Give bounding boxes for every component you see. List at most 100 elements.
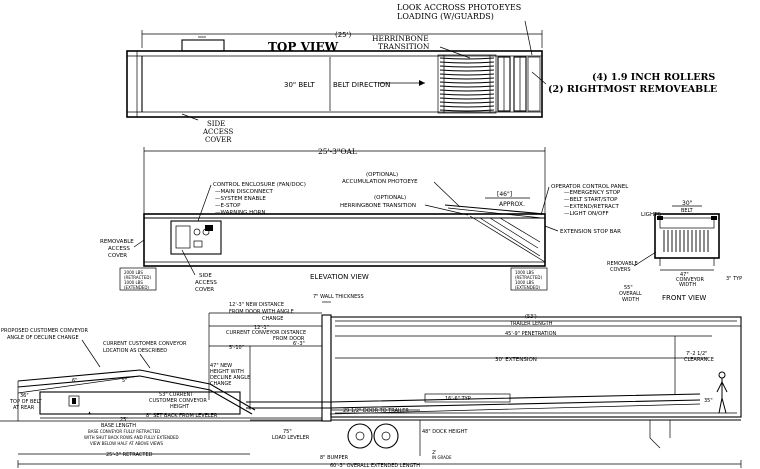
top-width-dim: (25') — [335, 31, 352, 39]
current-height-3: HEIGHT — [170, 404, 190, 410]
elev-side-access-3: COVER — [195, 287, 214, 293]
wall-thickness: 7" WALL THICKNESS — [313, 294, 364, 300]
extension: 30' EXTENSION — [495, 357, 537, 363]
approx-label: APPROX. — [499, 201, 525, 208]
front-belt: BELT — [681, 208, 694, 214]
removable-cover-1: REMOVABLE — [100, 239, 134, 245]
dim-25: 25' — [120, 417, 128, 423]
door-to-trailer: 29 1/2" DOOR TO TRAILER — [343, 408, 409, 414]
removable-cover-2: ACCESS — [108, 246, 130, 252]
overall-width-1: 55" — [624, 285, 633, 291]
current-distance-2: FROM DOOR — [273, 336, 305, 342]
elev-side-access-1: SIDE — [199, 273, 212, 279]
left-tag-4: (EXTENDED) — [124, 285, 149, 290]
conveyor-width-1: 47" — [680, 272, 689, 278]
rollers-label-1: (4) 1.9 INCH ROLLERS — [592, 72, 715, 83]
load-leveler-2: LOAD LEVELER — [272, 435, 310, 441]
clearance-2: CLEARANCE — [684, 357, 714, 363]
control-item-1: —MAIN DISCONNECT — [215, 189, 274, 195]
trailer-body — [330, 316, 742, 418]
base-note-3: VIEW BELOW HALF AT ABOVE VIEWS — [90, 441, 164, 446]
elevation-view: 25'-3"OAL [46"] APPROX. CONTROL ENCLOSUR… — [100, 147, 629, 293]
operator-item-3: —EXTEND/RETRACT — [564, 204, 619, 210]
conveyor-width-2: CONVEYOR — [676, 277, 704, 283]
base-conveyor — [39, 391, 241, 415]
top-belt-3: AT REAR — [13, 405, 35, 411]
control-item-3: —E-STOP — [215, 203, 241, 209]
control-item-4: —WARNING HORN — [215, 210, 265, 216]
proposed-1: PROPOSED CUSTOMER CONVEYOR — [1, 328, 88, 334]
control-enclosure — [170, 220, 222, 255]
left-tag-2: (RETRACTED) — [124, 275, 151, 280]
dim-6: 6" — [72, 378, 77, 384]
dim-12-1: 12'-1" — [254, 325, 269, 331]
belt-width-label: 30" BELT — [284, 81, 316, 89]
herring-opt-1: (OPTIONAL) — [374, 195, 406, 201]
left-tag-1: 2000 LBS — [124, 270, 143, 275]
top-side-access-1: SIDE — [207, 120, 225, 128]
top-belt-2: TOP OF BELT — [9, 399, 43, 405]
right-tag-4: (EXTENDED) — [515, 285, 540, 290]
trailer-wheel-1 — [347, 423, 373, 449]
operator-item-2: —BELT START/STOP — [564, 197, 618, 203]
current-distance-1: CURRENT CONVEYOR DISTANCE — [226, 330, 306, 336]
base-small-mark: ▲ — [88, 410, 92, 415]
dock-section-view: 7" WALL THICKNESS 12'-3" NEW DISTANCE FR… — [0, 294, 742, 469]
elevation-title: ELEVATION VIEW — [310, 273, 369, 281]
left-tag-3: 1000 LBS — [124, 280, 143, 285]
accumulation-2: ACCUMULATION PHOTOEYE — [342, 179, 418, 185]
conveyor-width-3: WIDTH — [679, 282, 696, 288]
load-leveler-1: 75" — [283, 429, 292, 435]
dim-5-10: 5'-10" — [229, 345, 244, 351]
belt-direction-label: BELT DIRECTION — [333, 81, 390, 89]
overall-width-3: WIDTH — [622, 297, 639, 303]
current-location-1: CURRENT CUSTOMER CONVEYOR — [103, 341, 187, 347]
herringbone-label-2: TRANSITION — [378, 42, 430, 51]
top-belt-1: 36" — [20, 393, 29, 399]
height-47-3: DECLINE ANGLE — [210, 375, 250, 381]
extension-stop-bar: EXTENSION STOP BAR — [560, 229, 621, 235]
new-distance-1: 12'-3" NEW DISTANCE — [229, 302, 284, 308]
herringbone-label-1: HERRINBONE — [372, 34, 429, 43]
current-height-1: 53" CURRENT — [159, 392, 194, 398]
person-figure-icon — [716, 371, 728, 414]
height-47-2: HEIGHT WITH — [210, 369, 244, 375]
top-view: (25') TOP VIEW 30" BELT BELT DIRECTION — [126, 3, 717, 144]
base-note-2: WITH SHUT BACK ROWS AND FULLY EXTENDED — [84, 435, 179, 440]
current-height-2: CUSTOMER CONVEYOR — [149, 398, 207, 404]
current-location-2: LOCATION AS DESCRIBED — [103, 348, 167, 354]
front-view-title: FRONT VIEW — [662, 294, 706, 302]
oal-top: (53') — [525, 314, 537, 320]
dock-wall — [321, 314, 332, 422]
control-enclosure-title: CONTROL ENCLOSURE (FAN/DOC) — [213, 182, 306, 188]
height-47-4: CHANGE — [210, 381, 231, 387]
top-conveyor-frame — [126, 50, 543, 118]
elevation-conveyor-body — [143, 213, 546, 267]
photoeye-label-2: LOADING (W/GUARDS) — [397, 12, 494, 21]
new-distance-2: FROM DOOR WITH ANGLE — [229, 309, 294, 315]
accumulation-1: (OPTIONAL) — [366, 172, 398, 178]
dim-6-3: 6'-3" — [293, 341, 305, 347]
overall-extended: 60'-3" OVERALL EXTENDED LENGTH — [330, 463, 420, 469]
operator-item-4: —LIGHT ON/OFF — [564, 211, 609, 217]
herring-opt-2: HERRINGBONE TRANSITION — [340, 203, 416, 209]
typ-dim: 16'-6" TYP — [445, 396, 471, 402]
control-item-2: —SYSTEM ENABLE — [215, 196, 266, 202]
dock-height: 48" DOCK HEIGHT — [422, 429, 468, 435]
base-length: BASE LENGTH — [101, 423, 136, 429]
elev-side-access-2: ACCESS — [195, 280, 217, 286]
dim-2: 2' — [432, 450, 437, 456]
front-typ: 3" TYP — [726, 276, 742, 282]
front-removable-2: COVERS — [610, 267, 631, 273]
new-distance-3: CHANGE — [262, 316, 283, 322]
operator-item-1: —EMERGENCY STOP — [564, 190, 621, 196]
right-tag-3: 1000 LBS — [515, 280, 534, 285]
set-back: 8" SET BACK FROM LEVELER — [146, 413, 218, 419]
front-lights: LIGHTS — [641, 212, 661, 218]
front-top-dim: 30" — [682, 200, 693, 207]
herringbone-rollers — [439, 57, 495, 112]
rollers-label-2: (2) RIGHTMOST REMOVEABLE — [548, 84, 717, 95]
penetration: 45'-9" PENETRATION — [505, 331, 557, 337]
overall-width-2: OVERALL — [619, 291, 642, 297]
